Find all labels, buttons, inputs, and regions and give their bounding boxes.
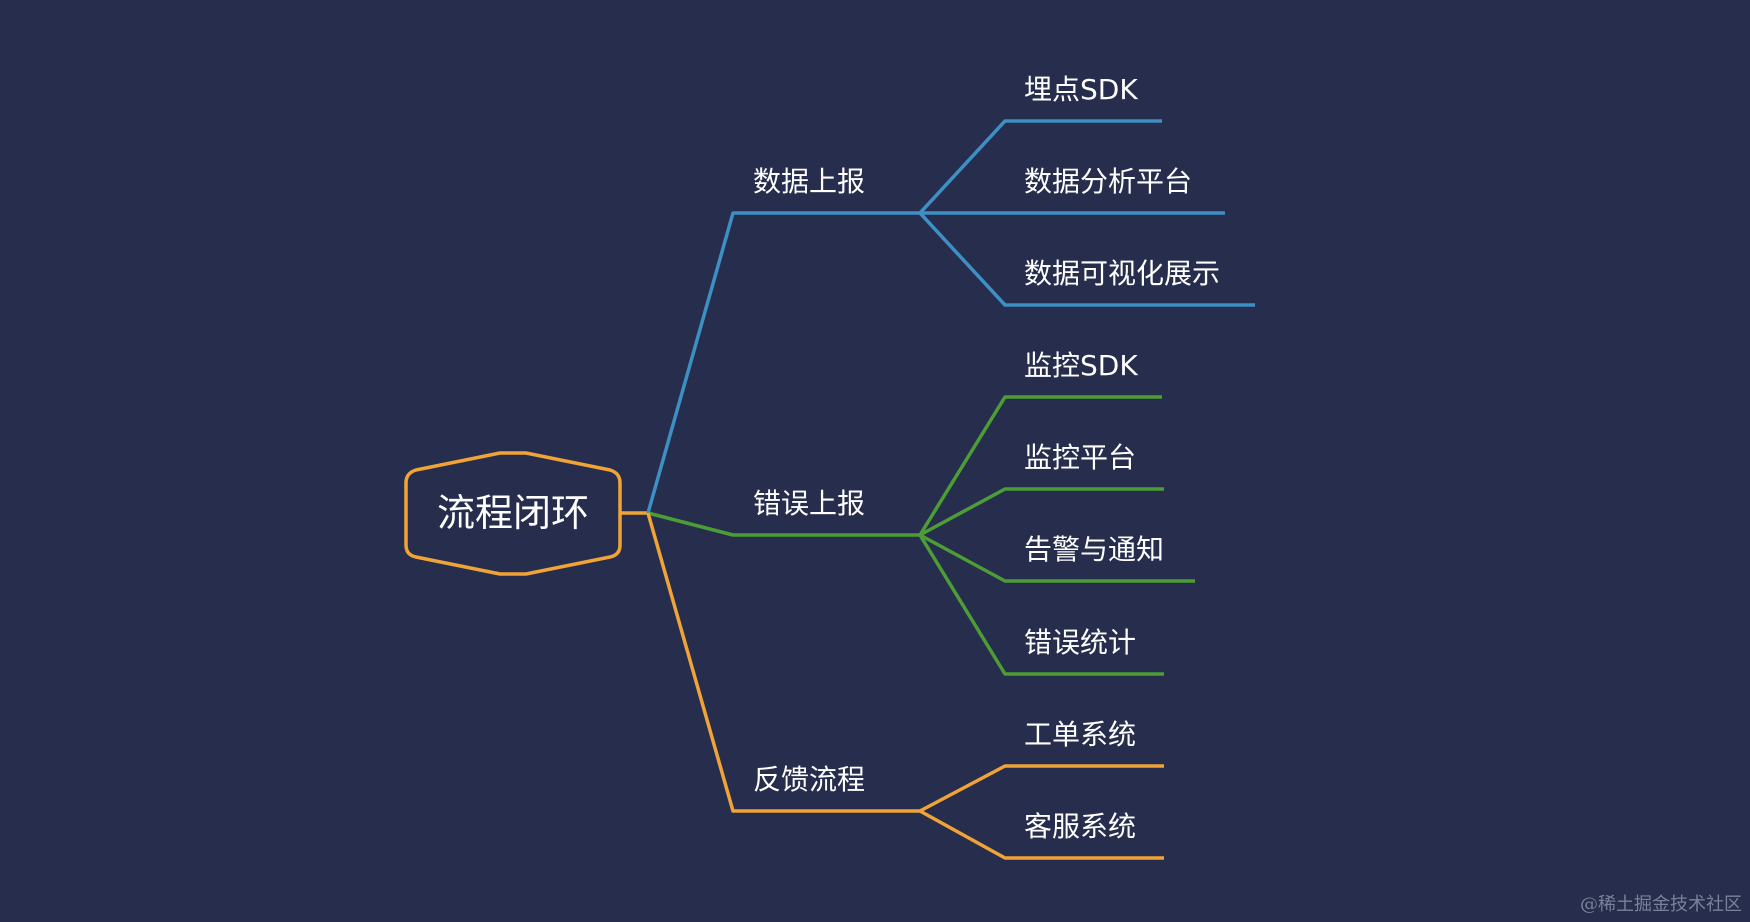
leaf-connector-line [919, 809, 1164, 860]
branch-connector-line [646, 512, 920, 813]
root-node-label: 流程闭环 [437, 491, 589, 535]
root-node: 流程闭环 [404, 451, 622, 576]
leaf-label: 数据分析平台 [1024, 165, 1192, 198]
leaf-label: 监控平台 [1024, 441, 1136, 474]
leaf-connector-line [919, 764, 1164, 813]
leaf-label: 客服系统 [1024, 810, 1136, 843]
watermark-text: @稀土掘金技术社区 [1580, 894, 1742, 915]
branch-label: 错误上报 [753, 487, 865, 520]
leaf-connector-line [918, 211, 1255, 307]
leaf-connector-line [919, 533, 1195, 583]
leaf-label: 数据可视化展示 [1024, 257, 1220, 290]
leaf-label: 工单系统 [1024, 718, 1136, 751]
leaf-label: 监控SDK [1024, 349, 1138, 382]
leaf-label: 埋点SDK [1024, 73, 1138, 106]
leaf-connector-line [918, 119, 1162, 215]
branch-connector-line [647, 511, 920, 537]
leaf-connector-line [918, 395, 1162, 536]
leaf-label: 错误统计 [1024, 626, 1136, 659]
leaf-label: 告警与通知 [1024, 533, 1164, 566]
leaf-connector-line [918, 534, 1164, 676]
branch-label: 反馈流程 [753, 763, 865, 796]
branch-label: 数据上报 [753, 165, 865, 198]
root-node-shape [404, 451, 622, 576]
leaf-connector-line [919, 487, 1164, 537]
branch-connector-line [646, 211, 920, 514]
